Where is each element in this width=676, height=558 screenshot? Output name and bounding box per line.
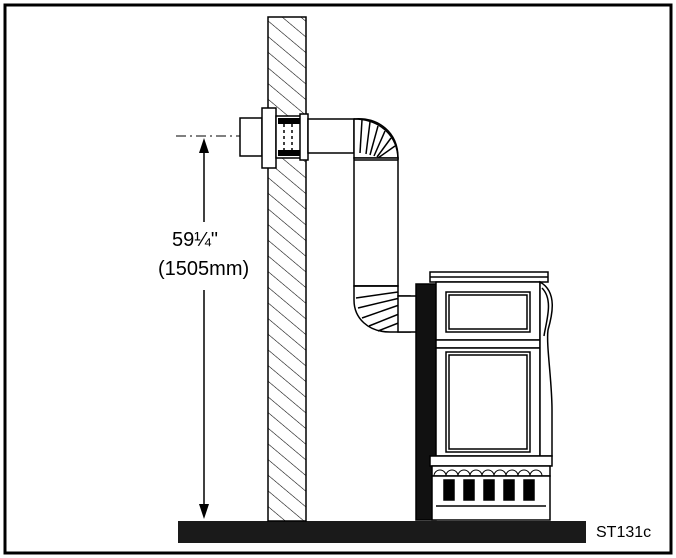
dimension-line	[199, 138, 209, 519]
dimension-metric-label: (1505mm)	[158, 258, 250, 280]
wall-thimble	[239, 107, 309, 169]
floor	[178, 521, 586, 543]
dimension-imperial-label: 59¼"	[172, 229, 219, 251]
frame-border	[3, 3, 673, 555]
flue-pipe	[307, 118, 419, 333]
stove	[415, 271, 553, 521]
figure-code-label: ST131c	[596, 524, 652, 541]
wall	[267, 16, 307, 522]
